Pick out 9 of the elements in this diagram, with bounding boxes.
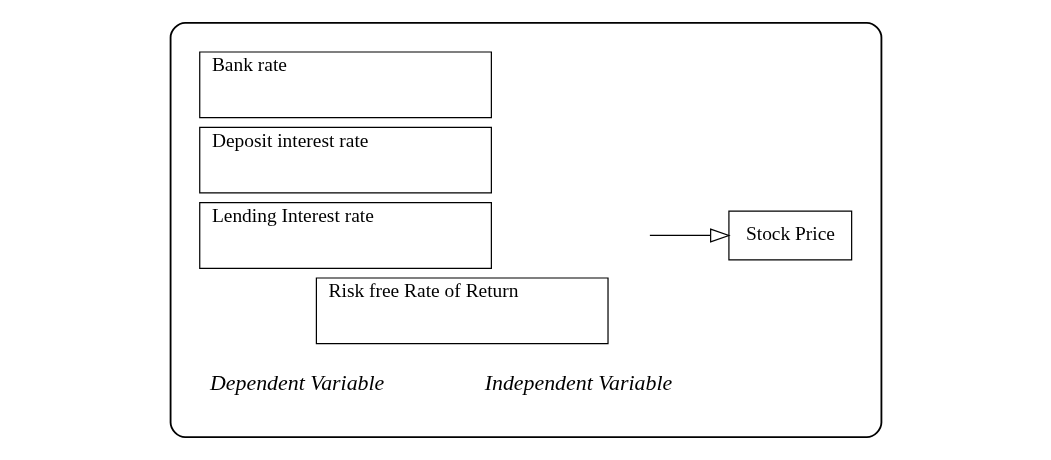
node-box: Deposit interest rate — [198, 126, 492, 194]
node-box: Risk free Rate of Return — [315, 277, 609, 345]
arrow — [648, 228, 731, 243]
cluster — [169, 21, 882, 439]
node-box: Stock Price — [727, 210, 852, 261]
node-box: Bank rate — [198, 51, 492, 119]
node-box: Lending Interest rate — [198, 202, 492, 269]
label: Dependent Variable — [209, 371, 384, 396]
label: Independent Variable — [484, 371, 672, 396]
